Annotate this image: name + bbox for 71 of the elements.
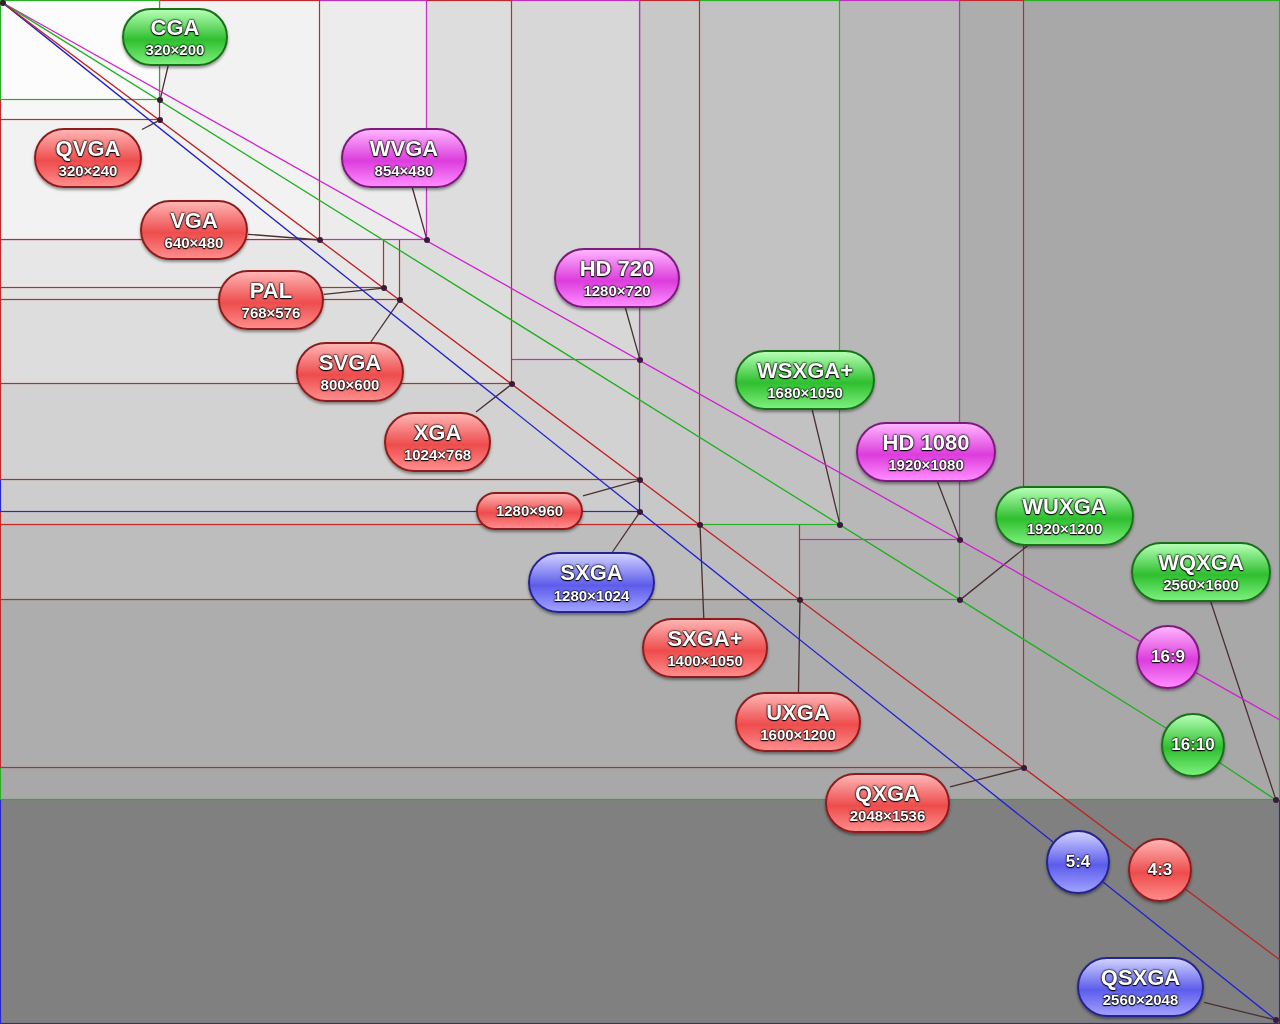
resolution-value: 1280×720	[583, 282, 651, 302]
resolution-pill	[1077, 957, 1204, 1017]
leader-line	[811, 409, 840, 523]
resolution-value: 320×240	[58, 162, 118, 182]
leader-line	[141, 120, 158, 131]
resolution-pill	[122, 8, 228, 66]
standard-name: XGA	[413, 418, 462, 447]
leader-line	[475, 385, 511, 413]
resolution-value: 1680×1050	[767, 384, 843, 404]
standard-name: CGA	[150, 13, 200, 42]
resolution-value: 800×600	[320, 376, 380, 396]
resolution-value: 1920×1200	[1026, 520, 1103, 540]
standard-name: HD 720	[579, 254, 655, 283]
leader-line	[323, 287, 382, 295]
resolution-value: 854×480	[374, 162, 434, 182]
resolution-value: 1400×1050	[667, 652, 743, 672]
resolution-pill	[296, 342, 404, 402]
resolution-pill	[34, 128, 142, 188]
standard-name: QVGA	[55, 134, 121, 163]
resolution-pill	[642, 618, 768, 678]
leader-line	[411, 187, 427, 238]
resolution-pill	[476, 492, 583, 530]
standard-name: VGA	[170, 206, 218, 235]
aspect-ratio-line	[1184, 888, 1280, 961]
resolution-pill	[554, 248, 680, 308]
resolution-value: 1024×768	[403, 446, 472, 466]
standard-name: PAL	[249, 276, 293, 305]
leader-line	[624, 307, 640, 358]
resolution-value: 1280×960	[495, 501, 564, 521]
aspect-ratio-line	[1102, 881, 1275, 1019]
resolution-value: 320×200	[145, 41, 205, 61]
leader-line	[961, 545, 1028, 599]
leader-line	[936, 481, 960, 538]
standard-name: WSXGA+	[757, 356, 853, 385]
resolution-value: 2048×1536	[849, 807, 926, 827]
resolution-value: 2560×2048	[1102, 991, 1179, 1011]
standard-name: SVGA	[318, 348, 382, 377]
resolution-pill	[735, 692, 861, 752]
resolution-pill	[735, 350, 875, 410]
standard-name: UXGA	[766, 698, 830, 727]
leader-line	[582, 480, 638, 497]
aspect-ratio-line	[1195, 672, 1280, 721]
leader-line	[247, 233, 318, 241]
resolution-value: 1920×1080	[888, 456, 964, 476]
resolution-value: 2560×1600	[1163, 576, 1239, 596]
resolution-value: 768×576	[241, 304, 301, 324]
resolution-pill	[825, 773, 950, 833]
resolution-value: 640×480	[164, 234, 224, 254]
leader-line	[160, 65, 169, 98]
leader-line	[699, 527, 705, 619]
leader-line	[370, 301, 399, 343]
standard-name: QXGA	[855, 779, 920, 808]
leader-line	[1210, 601, 1276, 798]
resolution-pill	[856, 422, 996, 482]
standard-name: SXGA+	[667, 624, 743, 653]
standard-name: SXGA	[560, 559, 623, 587]
resolution-value: 1280×1024	[553, 586, 630, 606]
leader-line	[949, 768, 1022, 788]
resolution-value: 1600×1200	[760, 726, 836, 746]
leader-line	[1203, 1001, 1274, 1020]
leader-line	[797, 602, 801, 693]
standard-name: QSXGA	[1100, 963, 1181, 992]
leader-line	[611, 513, 639, 553]
aspect-ratio-line	[1219, 762, 1275, 799]
standard-name: HD 1080	[882, 428, 970, 457]
standard-name: WUXGA	[1022, 492, 1107, 521]
resolution-pill	[341, 128, 467, 188]
standard-name: WQXGA	[1158, 548, 1244, 577]
resolution-pill	[995, 486, 1134, 546]
resolution-pill	[1131, 542, 1271, 602]
standard-name: WVGA	[369, 134, 439, 163]
